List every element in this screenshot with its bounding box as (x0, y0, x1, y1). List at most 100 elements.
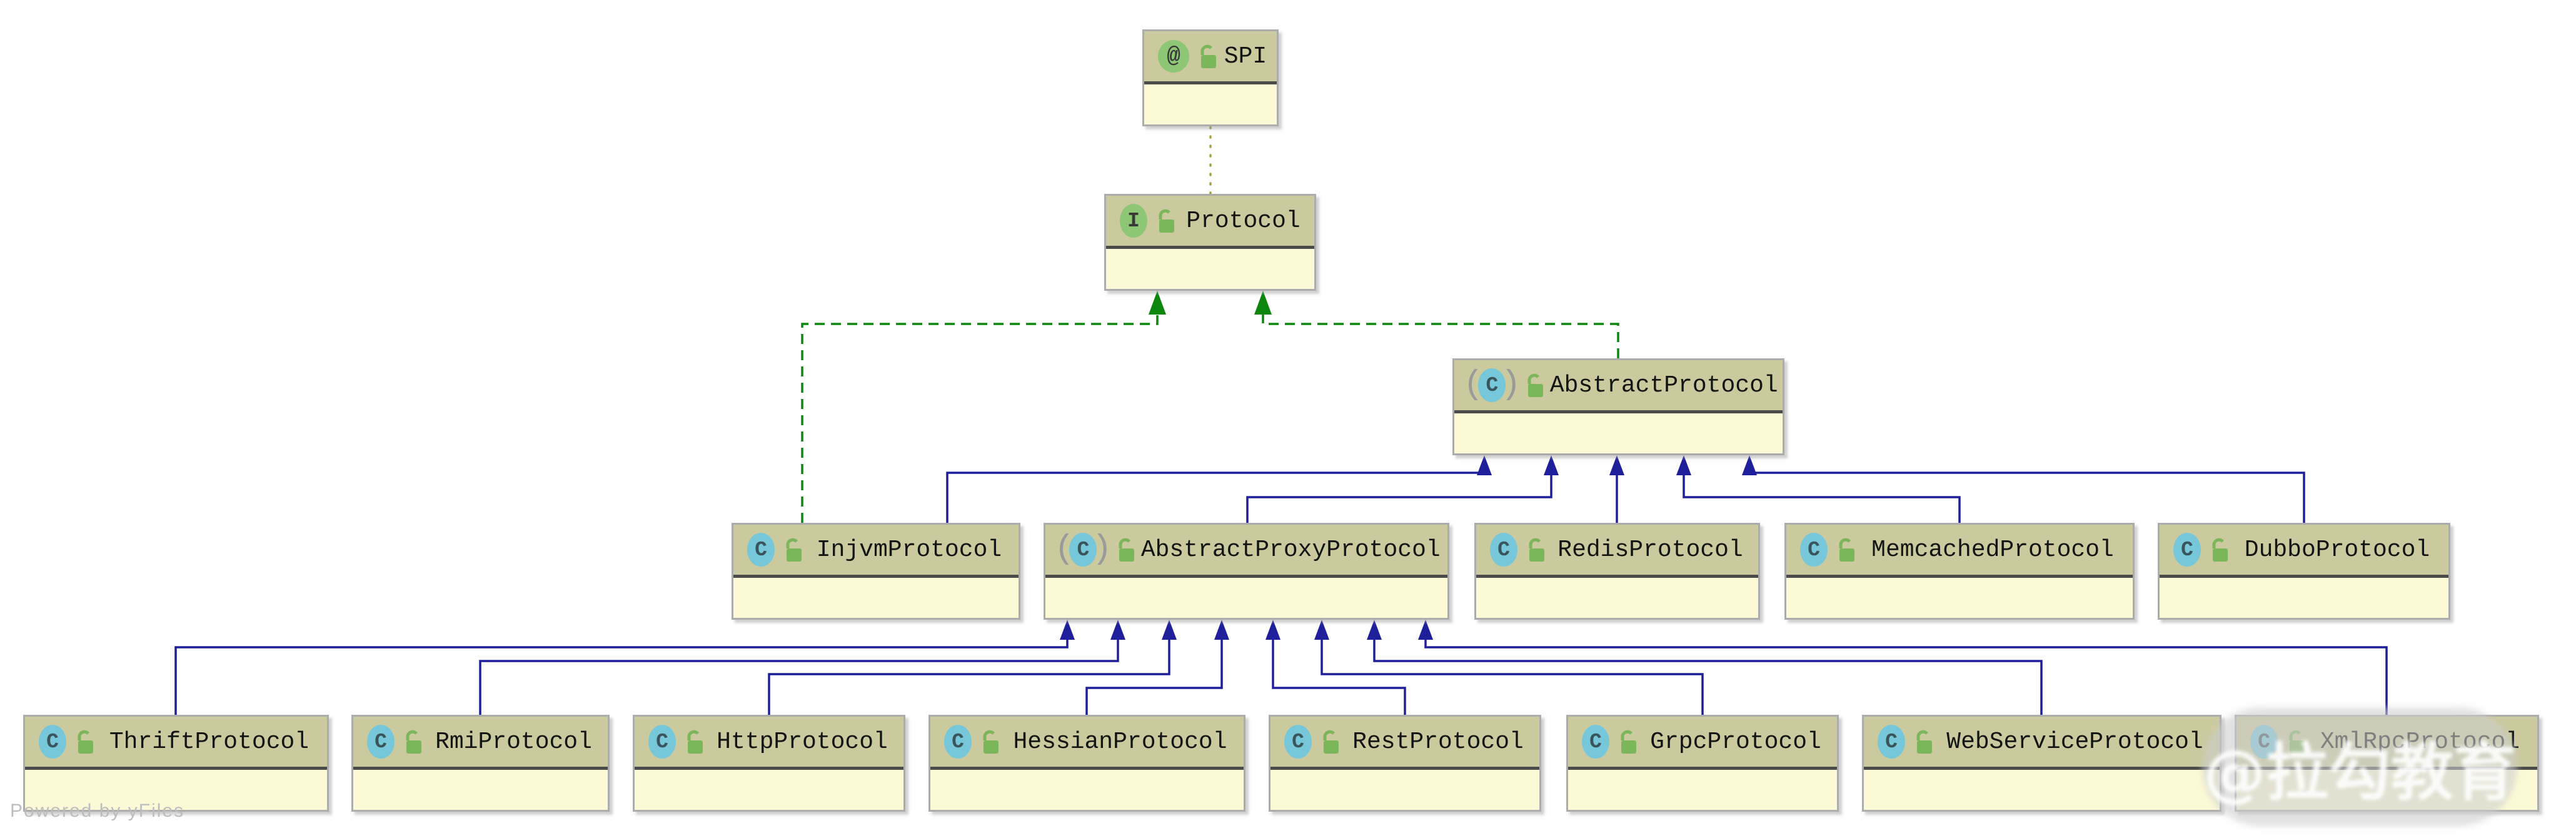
edge-AbstractProtocol-Protocol[interactable] (1254, 291, 1619, 358)
edge-XmlRpcProtocol-AbstractProxyProtocol[interactable] (1418, 620, 2388, 715)
arrowhead (1060, 620, 1075, 640)
edge-line (801, 315, 1159, 523)
lock-icon-wrap (1156, 207, 1175, 235)
node-body (930, 767, 1244, 810)
arrowhead (1544, 455, 1559, 475)
class-node-AbstractProxyProtocol[interactable]: (C)AbstractProxyProtocol (1044, 523, 1449, 620)
class-name: HessianProtocol (1013, 728, 1227, 755)
node-body (1106, 246, 1314, 289)
node-body (635, 767, 903, 810)
kind-letter: C (1478, 368, 1506, 402)
edge-line (946, 472, 1486, 523)
edge-AbstractProxyProtocol-AbstractProtocol[interactable] (1246, 455, 1559, 523)
public-visibility-icon (78, 730, 93, 754)
node-header: (C)AbstractProxyProtocol (1045, 525, 1447, 575)
edge-InjvmProtocol-AbstractProtocol[interactable] (946, 455, 1492, 523)
arrowhead (1477, 455, 1492, 475)
class-name: InjvmProtocol (816, 536, 1002, 563)
class-icon: C (1582, 725, 1609, 759)
lock-icon-wrap (685, 728, 703, 755)
edge-WebServiceProtocol-AbstractProxyProtocol[interactable] (1367, 620, 2043, 715)
arrowhead (1149, 291, 1166, 315)
edge-line (1748, 472, 2305, 523)
node-body (1144, 81, 1277, 124)
node-body (1045, 575, 1447, 618)
class-icon: C (747, 533, 775, 567)
public-visibility-icon (1529, 538, 1544, 562)
class-icon: C (1800, 533, 1828, 567)
node-body (1270, 767, 1539, 810)
class-node-HessianProtocol[interactable]: C HessianProtocol (928, 715, 1245, 812)
public-visibility-icon (1621, 730, 1636, 754)
edge-line (1246, 475, 1552, 523)
edge-line (1373, 640, 2043, 715)
node-body (1786, 575, 2133, 618)
edge-MemcachedProtocol-AbstractProtocol[interactable] (1676, 455, 1961, 523)
edge-InjvmProtocol-Protocol[interactable] (801, 291, 1166, 523)
public-visibility-icon (1527, 373, 1543, 397)
lock-icon-wrap (1618, 728, 1637, 755)
edge-RestProtocol-AbstractProxyProtocol[interactable] (1265, 620, 1406, 715)
edge-GrpcProtocol-AbstractProxyProtocol[interactable] (1314, 620, 1704, 715)
lock-icon-wrap (1914, 728, 1933, 755)
class-name: RestProtocol (1352, 728, 1524, 755)
public-visibility-icon (983, 730, 999, 754)
abstract-paren-left: ( (1463, 366, 1484, 404)
public-visibility-icon (1119, 538, 1134, 562)
edge-RedisProtocol-AbstractProtocol[interactable] (1609, 455, 1624, 523)
arrowhead (1110, 620, 1125, 640)
class-name: AbstractProxyProtocol (1140, 536, 1441, 563)
edge-HessianProtocol-AbstractProxyProtocol[interactable] (1085, 620, 1229, 715)
node-header: C InjvmProtocol (733, 525, 1019, 575)
public-visibility-icon (2212, 538, 2228, 562)
edge-line (1272, 640, 1406, 715)
kind-letter: C (944, 725, 972, 759)
node-body (25, 767, 327, 810)
kind-letter: I (1120, 204, 1147, 238)
arrowhead (1162, 620, 1177, 640)
node-body (1864, 767, 2220, 810)
public-visibility-icon (687, 730, 703, 754)
node-header: (C)AbstractProtocol (1454, 360, 1783, 410)
lock-icon-wrap (980, 728, 999, 755)
lock-icon-wrap (1321, 728, 1339, 755)
kind-letter: C (367, 725, 395, 759)
class-icon: C (367, 725, 395, 759)
edge-HttpProtocol-AbstractProxyProtocol[interactable] (768, 620, 1177, 715)
class-icon: C (1878, 725, 1905, 759)
class-node-SPI[interactable]: @SPI (1142, 29, 1279, 126)
edge-line (1321, 640, 1704, 715)
edge-DubboProtocol-AbstractProtocol[interactable] (1742, 455, 2305, 523)
kind-letter: C (2173, 533, 2201, 567)
lock-icon-wrap (1116, 536, 1135, 563)
edge-line (768, 640, 1170, 715)
class-node-InjvmProtocol[interactable]: C InjvmProtocol (732, 523, 1020, 620)
kind-letter: C (39, 725, 66, 759)
class-node-AbstractProtocol[interactable]: (C)AbstractProtocol (1452, 358, 1784, 455)
public-visibility-icon (1916, 730, 1932, 754)
lock-icon-wrap (2210, 536, 2228, 563)
edge-RmiProtocol-AbstractProxyProtocol[interactable] (479, 620, 1125, 715)
class-name: SPI (1224, 43, 1267, 70)
class-name: HttpProtocol (717, 728, 888, 755)
public-visibility-icon (1839, 538, 1854, 562)
edge-ThriftProtocol-AbstractProxyProtocol[interactable] (174, 620, 1075, 715)
arrowhead (1265, 620, 1280, 640)
arrowhead (1314, 620, 1329, 640)
